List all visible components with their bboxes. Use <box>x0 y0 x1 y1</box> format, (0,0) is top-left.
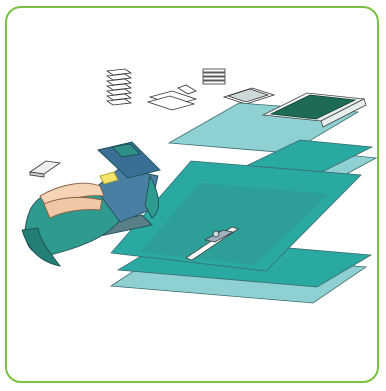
instrument-tray <box>224 88 274 104</box>
small-towel-stack <box>203 69 225 84</box>
positioning-wedge <box>30 161 60 177</box>
folded-towel-stack <box>107 69 131 105</box>
unfolded-towel <box>148 85 196 110</box>
